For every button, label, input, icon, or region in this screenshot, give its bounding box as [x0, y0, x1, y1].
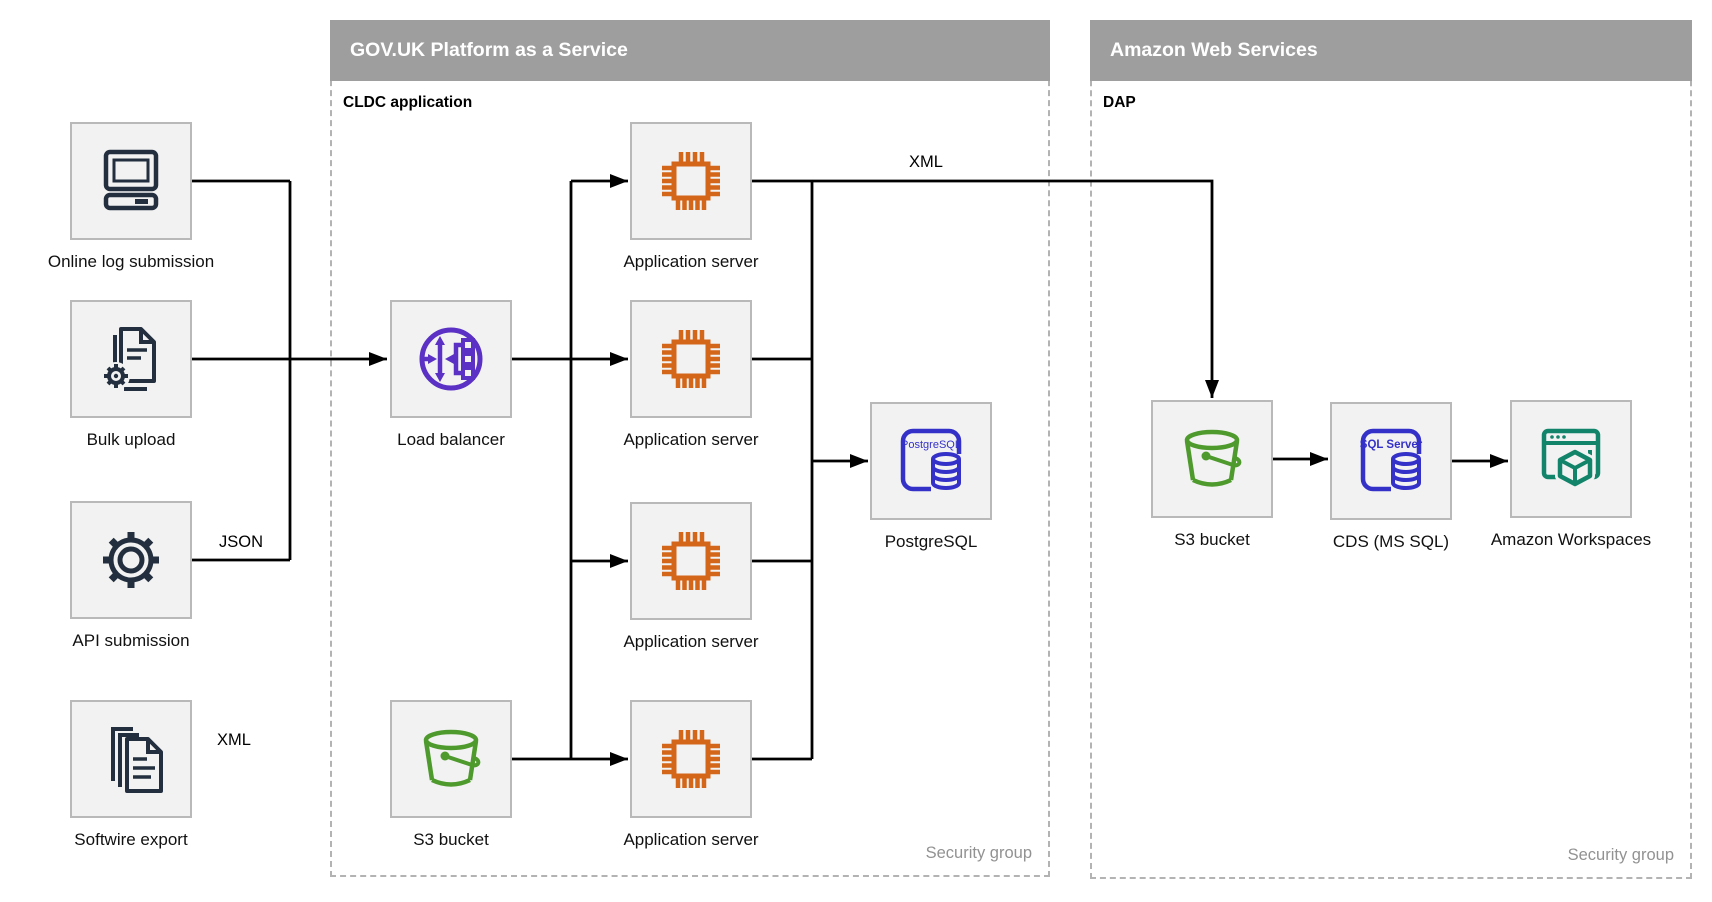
edge-label-xml-softwire: XML: [217, 731, 251, 749]
aws-security-group-label: Security group: [1567, 846, 1674, 864]
workspaces-icon: [1541, 428, 1601, 489]
s3-bucket-icon: [423, 729, 481, 787]
node-label: API submission: [72, 631, 190, 650]
node-label: PostgreSQL: [884, 532, 978, 551]
s3-bucket-icon: [1184, 429, 1242, 487]
node-softwire-export: [70, 700, 192, 818]
aws-zone-title: Amazon Web Services: [1090, 20, 1692, 81]
edge-appserver1-to-aws-s3: [752, 179, 1219, 398]
aws-security-group-zone: Amazon Web Services DAP Security group: [1090, 20, 1692, 879]
node-label: Bulk upload: [86, 430, 176, 449]
gear-icon: [103, 532, 159, 588]
document-gear-icon: [102, 327, 156, 391]
node-application-server-4: [630, 700, 752, 818]
node-application-server-2: [630, 300, 752, 418]
node-label: Application server: [623, 632, 759, 651]
node-label: S3 bucket: [1174, 530, 1250, 549]
node-label: Application server: [623, 430, 759, 449]
sql-server-icon-text: SQL Server: [1360, 439, 1423, 451]
paas-zone-subtitle: CLDC application: [343, 94, 473, 111]
paas-security-group-zone: GOV.UK Platform as a Service CLDC applic…: [330, 20, 1050, 877]
node-api-submission: [70, 501, 192, 619]
chip-icon: [662, 152, 720, 210]
node-postgresql: PostgreSQL: [870, 402, 992, 520]
node-label: Load balancer: [397, 430, 505, 449]
node-bulk-upload: [70, 300, 192, 418]
node-s3-bucket-aws: [1151, 400, 1273, 518]
node-cds-mssql: SQL Server: [1330, 402, 1452, 520]
node-label: Online log submission: [47, 252, 215, 271]
edge-label-json: JSON: [219, 533, 264, 551]
node-label: Application server: [623, 830, 759, 849]
node-label: Application server: [623, 252, 759, 271]
postgresql-icon-text: PostgreSQL: [901, 439, 961, 451]
node-label: Softwire export: [74, 830, 188, 849]
node-label: CDS (MS SQL): [1332, 532, 1450, 551]
chip-icon: [662, 532, 720, 590]
sql-server-icon: SQL Server: [1360, 428, 1425, 494]
node-application-server-1: [630, 122, 752, 240]
node-label: S3 bucket: [413, 830, 489, 849]
documents-stack-icon: [111, 727, 163, 793]
load-balancer-icon: [419, 327, 483, 391]
node-label: Amazon Workspaces: [1490, 530, 1652, 549]
computer-icon: [103, 149, 159, 211]
aws-zone-subtitle: DAP: [1103, 94, 1136, 111]
paas-security-group-label: Security group: [925, 844, 1032, 862]
edge-label-xml-aws: XML: [909, 153, 943, 171]
paas-zone-title: GOV.UK Platform as a Service: [330, 20, 1050, 81]
node-application-server-3: [630, 502, 752, 620]
node-online-log-submission: [70, 122, 192, 240]
chip-icon: [662, 330, 720, 388]
node-load-balancer: [390, 300, 512, 418]
node-s3-bucket-paas: [390, 700, 512, 818]
postgresql-icon: PostgreSQL: [900, 428, 965, 494]
node-amazon-workspaces: [1510, 400, 1632, 518]
chip-icon: [662, 730, 720, 788]
